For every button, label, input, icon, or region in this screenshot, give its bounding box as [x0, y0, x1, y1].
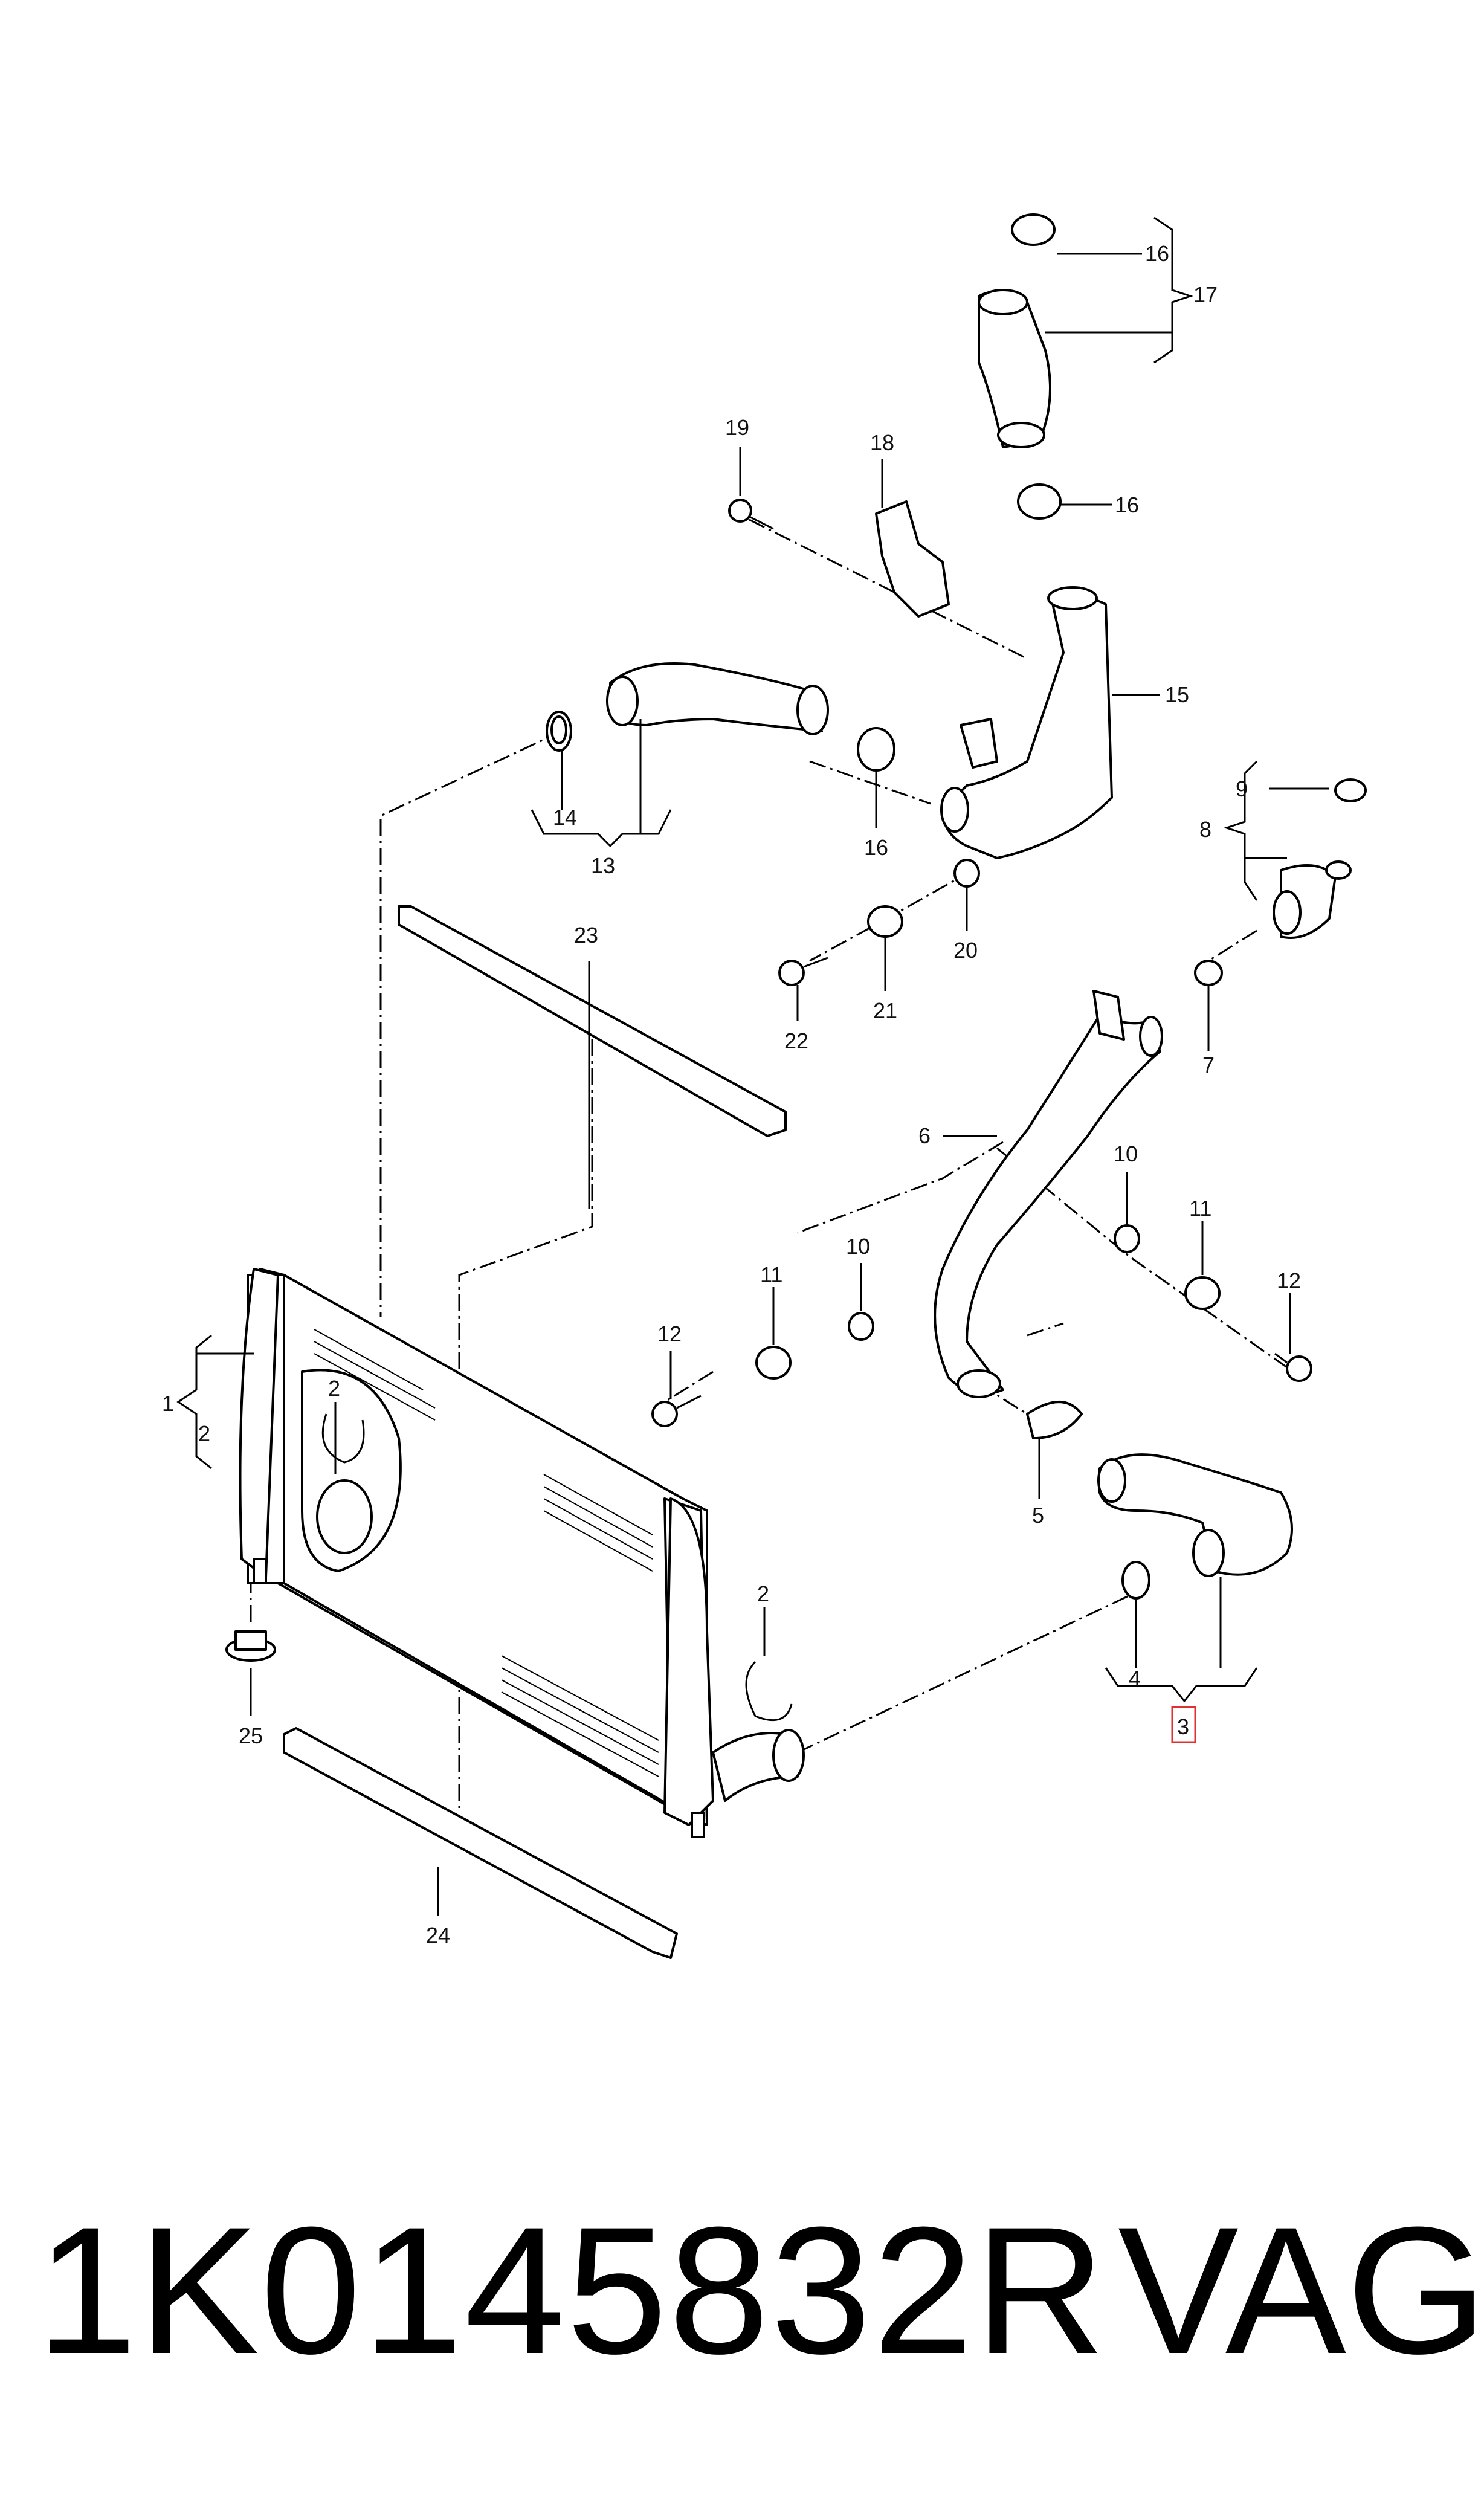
deflector-24 — [283, 1727, 678, 1959]
label-20: 20 — [953, 938, 978, 963]
brand-name: VAG — [1118, 2189, 1484, 2392]
grommet-10-left — [848, 1312, 874, 1341]
label-5: 5 — [1032, 1503, 1044, 1528]
label-12: 12 — [1277, 1268, 1301, 1293]
bolt-22 — [778, 957, 828, 986]
label-15: 15 — [1165, 682, 1189, 707]
label-2: 2 — [328, 1376, 340, 1401]
highlight-box-3 — [1171, 1706, 1196, 1743]
deflector-23 — [398, 905, 787, 1137]
bolt-19 — [728, 499, 774, 530]
o-ring-4 — [1121, 1561, 1150, 1600]
sensor-18 — [875, 500, 950, 618]
label-3: 3 — [1177, 1714, 1189, 1739]
intercooler — [239, 1268, 805, 1838]
bush-21 — [867, 905, 903, 938]
callout-labels: 16 17 16 19 18 15 14 13 16 20 21 22 23 9… — [162, 241, 1301, 1948]
label-25: 25 — [239, 1723, 263, 1748]
grommet-20 — [953, 859, 980, 888]
bolt-12-left — [651, 1395, 702, 1427]
parts-diagram: 16 17 16 19 18 15 14 13 16 20 21 22 23 9… — [162, 213, 1367, 1959]
label-2: 2 — [198, 1421, 210, 1446]
leader-lines — [176, 216, 1329, 1916]
spring-clip-2b — [745, 1661, 793, 1722]
label-2: 2 — [757, 1581, 769, 1606]
label-14: 14 — [553, 805, 577, 830]
rubber-mount-25 — [225, 1630, 276, 1662]
label-11: 11 — [760, 1262, 782, 1287]
clamp-16-mid — [1017, 483, 1062, 520]
label-8: 8 — [1199, 817, 1211, 842]
grommet-10-right — [1114, 1224, 1140, 1253]
label-24: 24 — [426, 1923, 450, 1948]
label-13: 13 — [591, 853, 615, 878]
o-ring-14 — [550, 715, 567, 744]
label-9: 9 — [1236, 776, 1248, 801]
spring-clip-2a — [321, 1413, 365, 1464]
label-21: 21 — [873, 998, 897, 1023]
label-12: 12 — [657, 1322, 682, 1346]
hose-13 — [546, 662, 829, 752]
label-1: 1 — [162, 1391, 174, 1416]
label-7: 7 — [1202, 1053, 1215, 1077]
label-22: 22 — [784, 1028, 808, 1053]
bush-11-left — [755, 1346, 792, 1380]
footer: 1K0145832R VAG — [0, 2187, 1484, 2393]
label-6: 6 — [918, 1123, 931, 1148]
clamp-5 — [1026, 1401, 1083, 1439]
clamp-16-top — [1011, 213, 1056, 246]
label-4: 4 — [1129, 1666, 1141, 1691]
label-16: 16 — [1115, 492, 1139, 517]
hose-8 — [1273, 778, 1367, 939]
pipe-6 — [934, 990, 1163, 1398]
label-17: 17 — [1193, 282, 1218, 307]
label-16: 16 — [1145, 241, 1169, 266]
pipe-15 — [940, 586, 1113, 859]
label-11: 11 — [1189, 1196, 1211, 1221]
clamp-7 — [1194, 960, 1223, 986]
clamp-16-low — [857, 727, 895, 772]
hose-3 — [1097, 1453, 1293, 1577]
label-18: 18 — [870, 430, 894, 455]
bush-11-right — [1184, 1276, 1221, 1310]
label-23: 23 — [574, 923, 598, 947]
hose-17 — [978, 289, 1051, 448]
label-19: 19 — [725, 415, 749, 440]
part-number: 1K0145832R — [36, 2189, 1107, 2392]
label-16: 16 — [864, 835, 888, 860]
label-10: 10 — [846, 1234, 870, 1259]
bolt-12-right — [1274, 1352, 1312, 1382]
label-10: 10 — [1114, 1141, 1138, 1166]
